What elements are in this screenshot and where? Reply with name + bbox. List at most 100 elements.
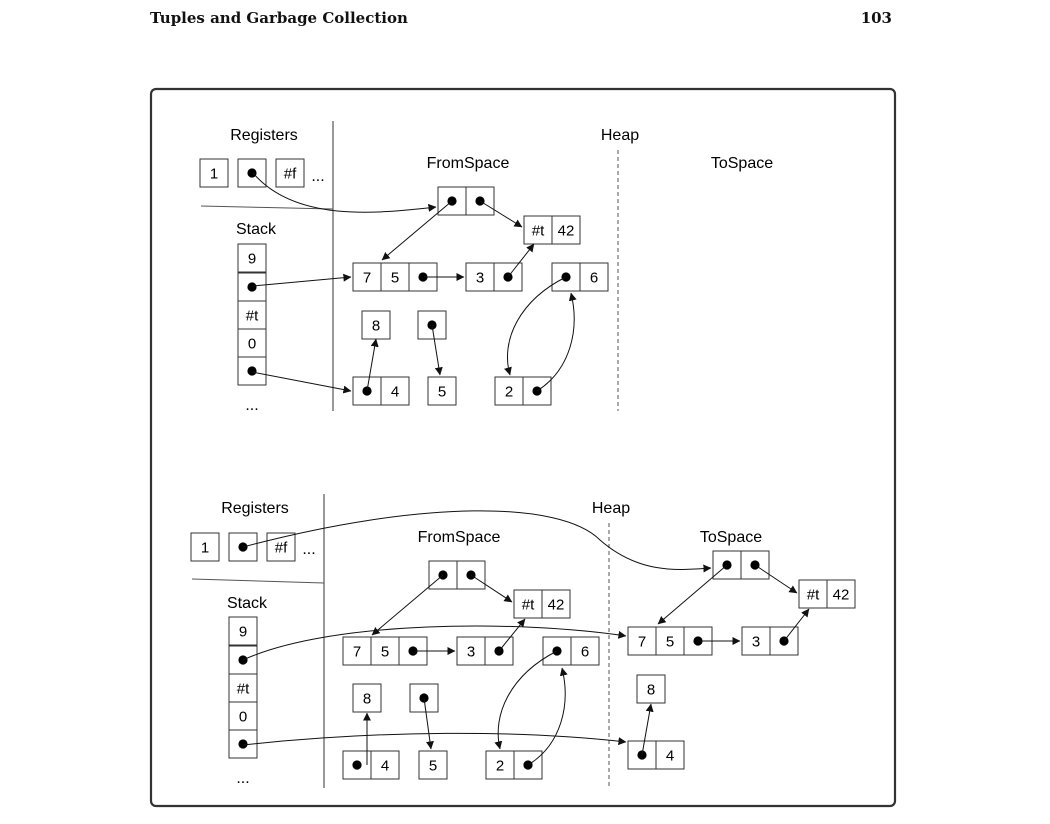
p1-tuple-f-cell-0-value: 8 [363,691,371,708]
p0-tuple-i-cell-0-value: 5 [438,384,446,401]
p1-tuple-tc-cell-1-value: 5 [666,634,674,651]
p0-tuple-b-cell-1-value: 42 [558,223,575,240]
p1-tuple-d-cell-0 [456,636,486,666]
p0-tuple-e-cell-1-value: 6 [590,270,598,287]
p1-register-0-value: 1 [201,540,209,557]
p1-tuple-tb-cell-1 [826,579,856,609]
p0-pointer-arrow-8 [251,371,352,394]
p1-tuple-c-cell-1-value: 5 [381,644,389,661]
p0-tuple-e-cell-1 [579,262,609,292]
p1-tuple-e-cell-1 [570,636,600,666]
p1-pointer-arrow-10 [754,564,798,594]
p0-tuple-b-cell-0 [523,215,553,245]
p1-tuple-b-cell-1-value: 42 [548,597,565,614]
p0-pointer-arrow-5 [507,243,535,278]
p1-tuple-tb-cell-0 [798,579,828,609]
p1-tuple-tf-cell-0 [636,674,666,704]
running-head: Tuples and Garbage Collection 103 [150,9,892,31]
p1-pointer-arrow-5 [527,667,568,766]
p0-tuple-d-cell-0-value: 3 [476,270,484,287]
p1-tuple-td-cell-0 [741,626,771,656]
p1-tuple-h-cell-1 [370,750,400,780]
p0-register-1-pointer-dot [247,168,257,178]
p0-tospace-label: ToSpace [711,155,773,172]
p0-pointer-arrow-7 [536,292,577,392]
p0-tuple-i-cell-0 [427,376,457,406]
p1-pointer-arrow-15 [641,703,654,756]
p0-tuple-c-cell-0-value: 7 [363,270,371,287]
p0-fromspace-label: FromSpace [427,155,510,172]
p1-pointer-arrow-4 [494,650,558,750]
p1-tuple-th-cell-1 [655,740,685,770]
p1-registers-label: Registers [221,500,289,517]
p1-tuple-f-cell-0 [352,683,382,713]
p0-stack-slot-2-value: #t [246,308,259,325]
p1-pointer-arrow-9 [657,564,728,625]
p0-stack-slot-0-value: 9 [248,251,256,268]
p0-stack-label: Stack [236,221,277,238]
p1-tuple-e-cell-1-value: 6 [581,644,589,661]
p0-pointer-arrow-1 [381,200,453,261]
p1-pointer-arrow-3 [498,618,526,652]
p1-tospace-label: ToSpace [700,529,762,546]
p0-tuple-f-cell-0-value: 8 [372,318,380,335]
p0-tuple-h-cell-1-value: 4 [391,384,399,401]
p1-pointer-arrow-0 [371,574,444,636]
p1-tuple-h-cell-0-pointer-dot [352,760,362,770]
p1-tuple-th-cell-1-value: 4 [666,748,674,765]
p0-stack-slot-3-value: 0 [248,336,256,353]
p0-stack-slot-1-pointer-dot [247,282,257,292]
p1-tuple-d-cell-0-value: 3 [467,644,475,661]
p1-tuple-j-cell-0-value: 2 [496,758,504,775]
p1-heap-label: Heap [592,500,630,517]
p1-tuple-c-cell-1 [370,636,400,666]
p0-stack-slot-4-pointer-dot [247,366,257,376]
p1-tuple-tb-cell-1-value: 42 [833,587,850,604]
p1-register-0 [190,532,220,562]
p1-stack-slot-3-value: 0 [239,709,247,726]
p1-pointer-arrow-13 [242,625,627,661]
p0-register-2 [275,158,305,188]
p1-pointer-arrow-12 [783,608,810,642]
p0-registers-label: Registers [230,127,298,144]
p0-tuple-e-cell-0 [551,262,581,292]
p0-pointer-arrow-0 [252,172,437,213]
p0-tuple-b-cell-0-value: #t [532,223,545,240]
p0-pointer-arrow-9 [366,338,379,392]
p1-tuple-i-cell-0-value: 5 [429,758,437,775]
p0-registers-more: ... [311,168,324,185]
p1-tuple-i-cell-0 [418,750,448,780]
p0-pointer-arrow-6 [504,276,567,376]
p0-pointer-arrow-10 [431,324,443,376]
p0-tuple-h-cell-1 [380,376,410,406]
chapter-title: Tuples and Garbage Collection [150,9,408,27]
p1-stack-slot-2 [228,673,258,703]
p1-stack-more: ... [236,770,249,787]
p0-tuple-b-cell-1 [551,215,581,245]
p1-registers-stack-divider [191,578,325,584]
p1-register-2-value: #f [275,540,288,557]
p1-stack-label: Stack [227,595,268,612]
p0-tuple-f-cell-0 [361,310,391,340]
p1-pointer-arrow-1 [470,574,513,603]
p0-register-0-value: 1 [210,166,218,183]
p1-stack-slot-0 [228,616,258,646]
p0-pointer-arrow-3 [251,273,352,287]
p0-stack-more: ... [245,397,258,414]
p1-tuple-h-cell-1-value: 4 [381,758,389,775]
p1-tuple-j-cell-0 [485,750,515,780]
p1-tuple-tf-cell-0-value: 8 [647,682,655,699]
p1-fromspace-label: FromSpace [418,529,501,546]
p1-pointer-arrow-7 [423,697,434,750]
p1-registers-more: ... [302,541,315,558]
p1-stack-slot-3 [228,701,258,731]
p0-stack-slot-0 [237,243,267,273]
p0-tuple-d-cell-0 [465,262,495,292]
p1-tuple-b-cell-0 [513,589,543,619]
p1-tuple-td-cell-0-value: 3 [752,634,760,651]
p1-tuple-tc-cell-0-value: 7 [638,634,646,651]
p0-register-0 [199,158,229,188]
figure-frame [149,87,897,808]
